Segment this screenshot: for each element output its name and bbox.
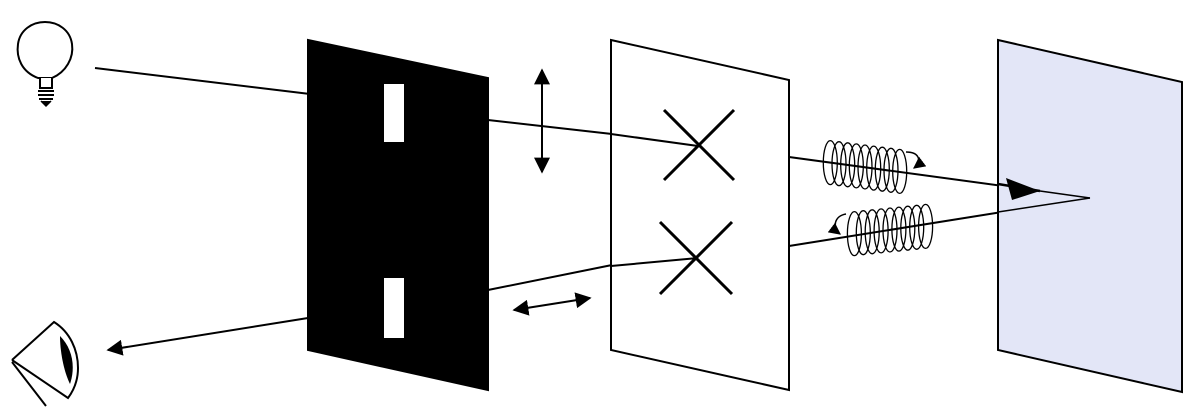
retarder-panel xyxy=(610,38,790,392)
helix-coil xyxy=(822,139,838,186)
incident-ray-segment-2 xyxy=(487,119,613,135)
return-ray-to-eye xyxy=(106,317,309,356)
helix-coil xyxy=(873,208,889,254)
helix-coil xyxy=(883,147,899,193)
return-ray-segment-2 xyxy=(487,264,613,291)
helix-coil xyxy=(917,203,934,250)
helix-coil xyxy=(831,141,847,187)
upper-helix xyxy=(822,139,908,195)
helix-coil xyxy=(848,143,864,189)
helix-coil xyxy=(874,146,890,192)
screen-panel xyxy=(997,38,1183,394)
helix-coil xyxy=(900,205,916,251)
polarizer-panel xyxy=(307,38,489,392)
horizontal-polarization-arrow xyxy=(512,292,592,316)
upper-cross-mark xyxy=(662,108,736,182)
lower-helix xyxy=(846,203,934,257)
eye-icon xyxy=(11,320,80,407)
helix-coil xyxy=(892,148,908,195)
helix-coil xyxy=(882,207,898,253)
helix-coil xyxy=(909,204,925,250)
light-bulb-icon xyxy=(16,20,74,108)
helix-coil xyxy=(855,210,871,256)
helix-coil xyxy=(864,209,880,255)
upper-slit xyxy=(384,84,404,142)
helix-coil xyxy=(857,144,873,190)
helix-coil xyxy=(840,142,856,188)
helix-coil xyxy=(846,210,863,257)
incident-ray-segment-1 xyxy=(94,67,311,95)
lower-helix-rotation-arrow xyxy=(827,213,847,235)
lower-slit xyxy=(384,278,404,338)
helix-coil xyxy=(866,145,882,191)
lower-cross-mark xyxy=(658,220,734,296)
upper-helix-rotation-arrow xyxy=(905,151,927,169)
helix-coil xyxy=(891,206,907,252)
